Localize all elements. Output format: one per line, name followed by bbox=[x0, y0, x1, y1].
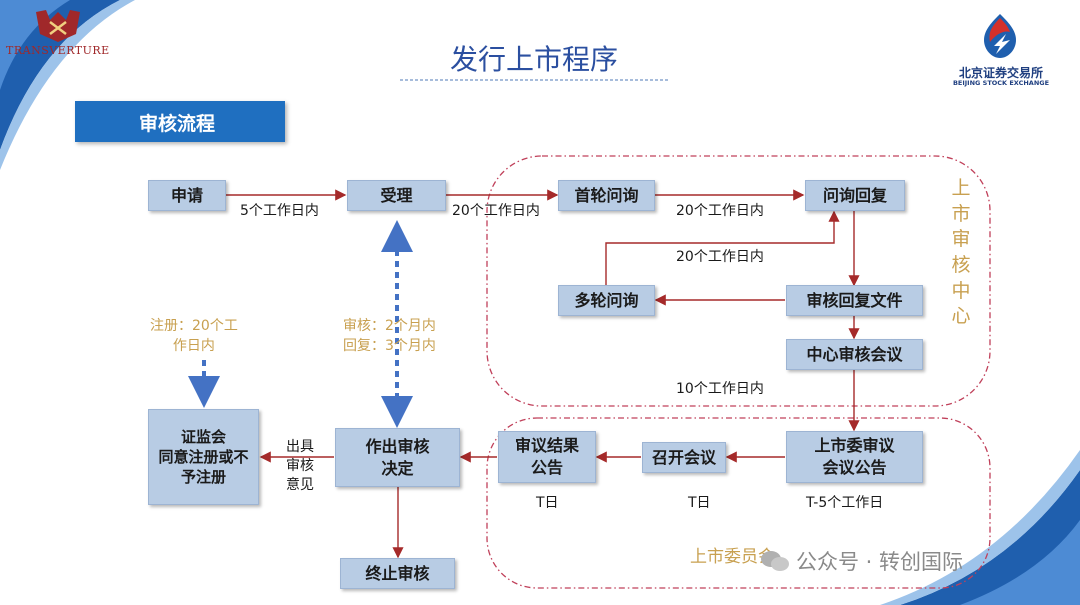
watermark: 公众号 · 转创国际 bbox=[760, 546, 963, 576]
bse-logo-cn: 北京证券交易所 bbox=[958, 66, 1043, 80]
node-decision: 作出审核 决定 bbox=[335, 428, 460, 487]
bse-logo-en: BEIJING STOCK EXCHANGE bbox=[952, 79, 1050, 87]
node-hold-meeting: 召开会议 bbox=[642, 442, 726, 473]
arrow-multi-inquiry-to-reply bbox=[605, 210, 840, 285]
section-tab: 审核流程 bbox=[75, 101, 285, 142]
shield-icon bbox=[36, 10, 80, 42]
label-t-minus-5: T-5个工作日 bbox=[806, 495, 884, 511]
node-first-inquiry: 首轮问询 bbox=[558, 180, 655, 211]
watermark-text: 公众号 · 转创国际 bbox=[796, 550, 964, 574]
node-accept: 受理 bbox=[347, 180, 446, 211]
region-title-listing-center: 上市审核中心 bbox=[951, 177, 971, 328]
label-multi-to-reply: 20个工作日内 bbox=[676, 249, 764, 265]
corner-decoration-bottom-right bbox=[880, 450, 1080, 605]
region-listing-committee bbox=[486, 417, 991, 589]
wechat-icon bbox=[761, 551, 789, 571]
node-apply: 申请 bbox=[148, 180, 226, 211]
bse-emblem-icon bbox=[984, 14, 1016, 58]
label-t-day-meeting: T日 bbox=[688, 495, 711, 511]
page-title: 发行上市程序 bbox=[449, 43, 618, 76]
label-first-to-reply: 20个工作日内 bbox=[676, 203, 764, 219]
annotation-review-time: 审核：2个月内 回复：3个月内 bbox=[343, 318, 436, 355]
annotation-registration: 注册：20个工 作日内 bbox=[150, 318, 238, 355]
node-review-reply-docs: 审核回复文件 bbox=[786, 285, 923, 316]
node-result-notice: 审议结果 公告 bbox=[498, 431, 596, 483]
node-inquiry-reply: 问询回复 bbox=[805, 180, 905, 211]
node-committee-notice: 上市委审议 会议公告 bbox=[786, 431, 923, 483]
region-title-listing-committee: 上市委员会 bbox=[690, 547, 775, 567]
label-accept-to-first: 20个工作日内 bbox=[452, 203, 540, 219]
node-csrc-registration: 证监会 同意注册或不 予注册 bbox=[148, 409, 259, 505]
label-apply-to-accept: 5个工作日内 bbox=[240, 203, 319, 219]
transverture-logo bbox=[28, 8, 88, 44]
region-listing-center bbox=[486, 155, 991, 407]
label-t-day-result: T日 bbox=[536, 495, 559, 511]
transverture-logo-text: TRANSVERTURE bbox=[6, 44, 110, 57]
section-tab-label: 审核流程 bbox=[139, 113, 216, 135]
corner-decoration-top-left bbox=[0, 0, 135, 170]
node-terminate: 终止审核 bbox=[340, 558, 455, 589]
bse-logo bbox=[980, 12, 1020, 60]
node-center-meeting: 中心审核会议 bbox=[786, 339, 923, 370]
label-center-to-committee: 10个工作日内 bbox=[676, 381, 764, 397]
label-issue-opinion: 出具 审核 意见 bbox=[286, 439, 314, 493]
node-multi-inquiry: 多轮问询 bbox=[558, 285, 655, 316]
